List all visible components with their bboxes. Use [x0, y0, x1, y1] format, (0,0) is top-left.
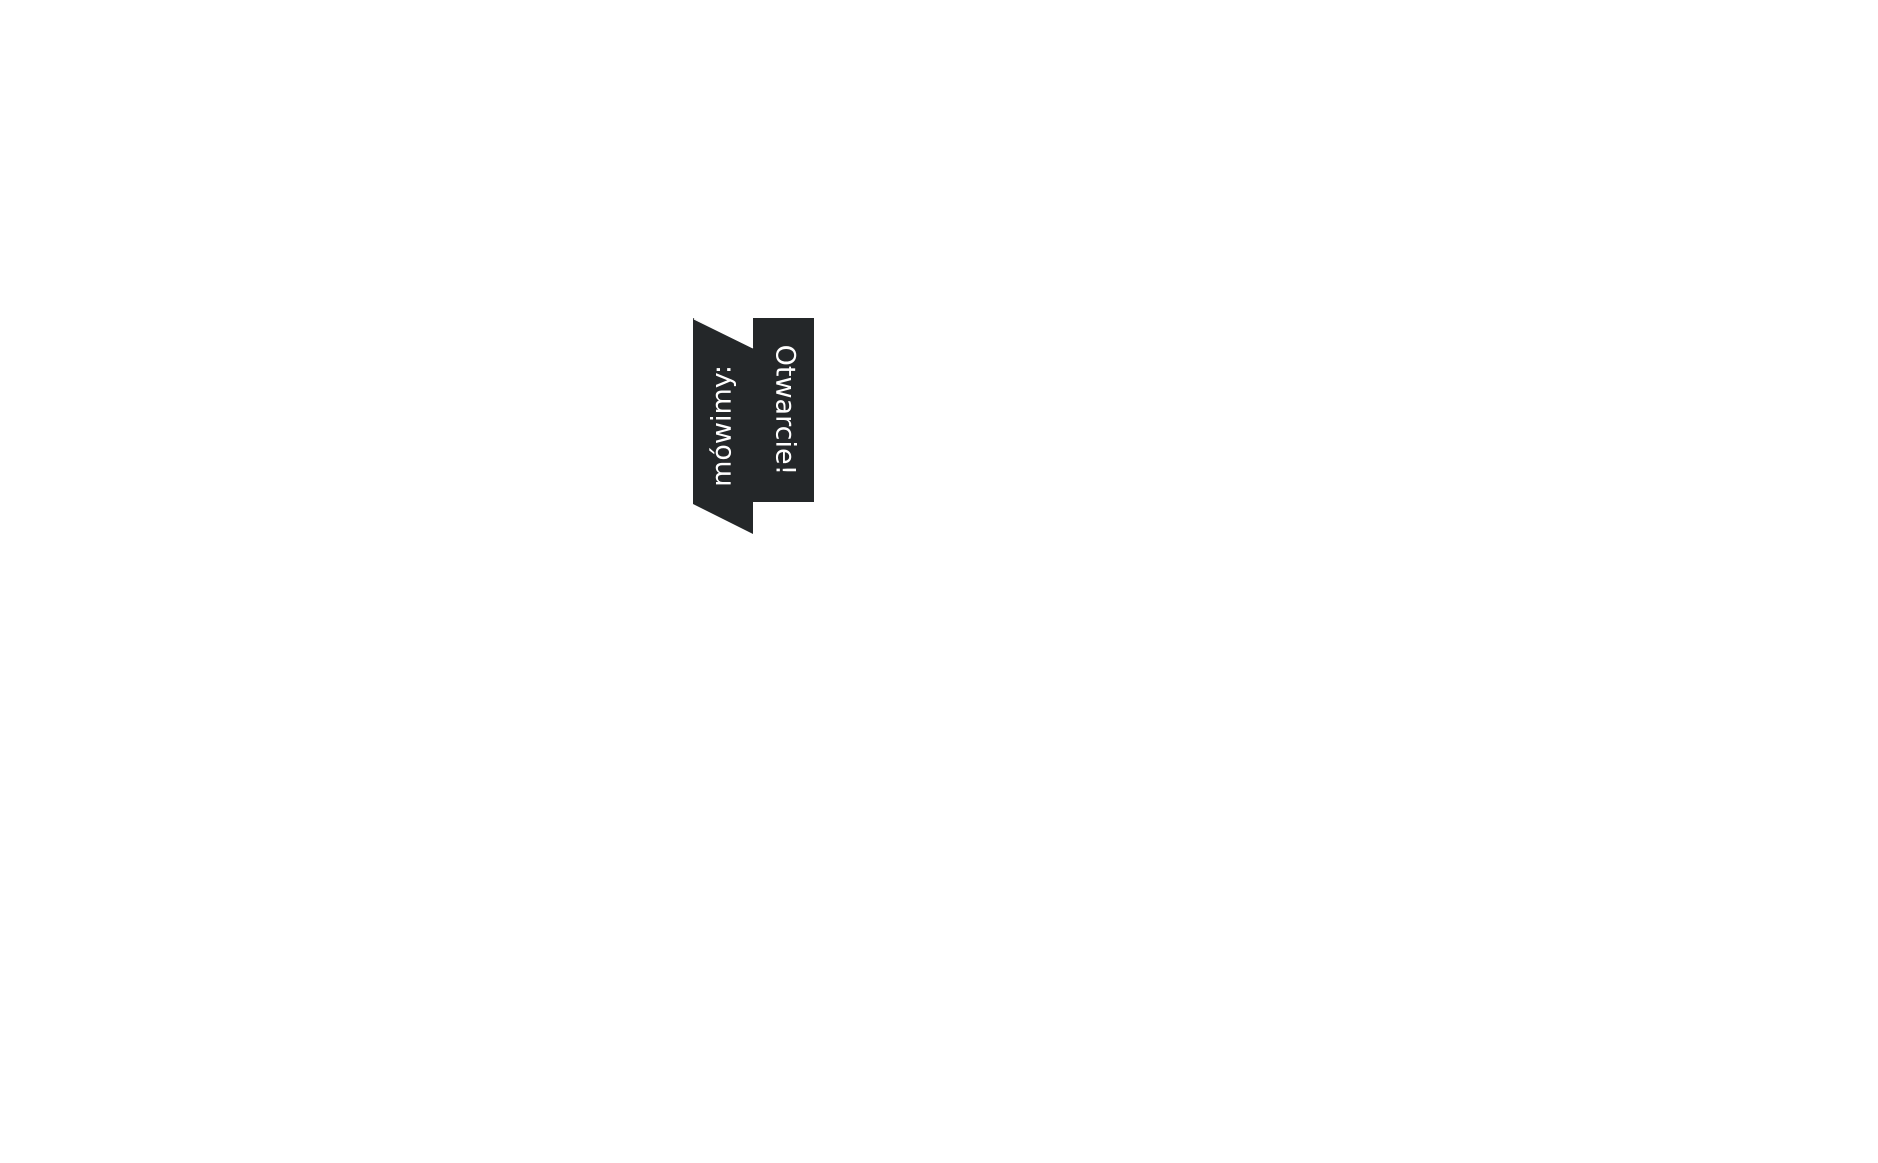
logo-text-otwarcie: Otwarcie!: [770, 345, 801, 476]
logo-text-mowimy: mówimy:: [707, 365, 738, 487]
otwarcie-logo-icon: Otwarcie! mówimy:: [693, 318, 814, 534]
logo-back-panel: [753, 318, 814, 502]
logo-front-panel: [693, 318, 753, 534]
logo-fold-edge: [693, 318, 754, 349]
